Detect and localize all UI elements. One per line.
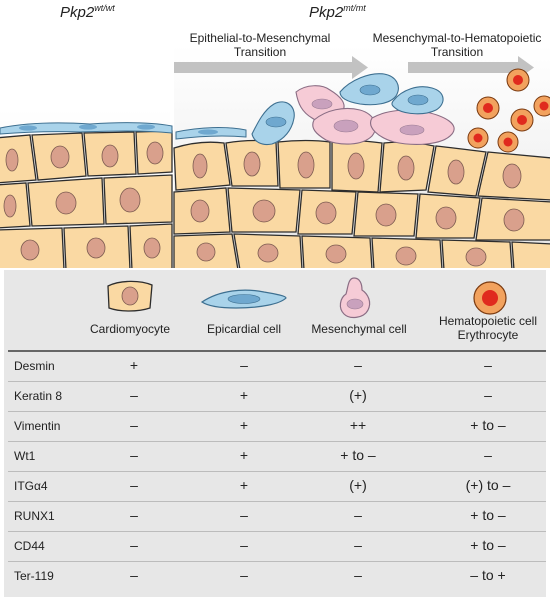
genotype-mt-sup: mt/mt [343, 3, 366, 13]
table-row: CD44 – – – + to – [8, 532, 546, 562]
header-divider [8, 350, 546, 352]
cell-value: – [354, 537, 362, 553]
cell-value: – [130, 387, 138, 403]
heart-tissue-illustration [0, 45, 550, 268]
genotype-wt-base: Pkp2 [60, 4, 95, 21]
cell-value: – [130, 507, 138, 523]
cell-value: – [484, 357, 492, 373]
cell-value: + to – [340, 447, 376, 463]
mt-epicardium [175, 127, 247, 140]
hematopoietic-cells [467, 68, 550, 153]
wt-epicardium [0, 122, 173, 135]
column-header-hematopoietic-line1: Hematopoietic cell [438, 314, 538, 328]
mht-label-line1: Mesenchymal-to-Hematopoietic [372, 31, 542, 45]
cell-value: (+) [349, 477, 367, 493]
cell-value: + to – [470, 507, 506, 523]
cell-value: – [240, 357, 248, 373]
table-row: ITGα4 – + (+) (+) to – [8, 472, 546, 502]
cell-value: + [129, 357, 139, 373]
cell-value: – [130, 417, 138, 433]
cell-value: – [130, 537, 138, 553]
column-header-hematopoietic: Hematopoietic cell Erythrocyte [420, 314, 550, 342]
cell-value: + [239, 387, 249, 403]
genotype-wt-sup: wt/wt [94, 3, 115, 13]
table-row: Vimentin – + ++ + to – [8, 412, 546, 442]
table-row: Wt1 – + + to – – [8, 442, 546, 472]
cell-value: – to + [470, 567, 506, 583]
cell-value: – [354, 567, 362, 583]
hematopoietic-cell-icon [473, 281, 507, 315]
marker-expression-table: Cardiomyocyte Epicardial cell Mesenchyma… [4, 270, 546, 597]
emt-label-line1: Epithelial-to-Mesenchymal [189, 31, 331, 45]
genotype-wt-label: Pkp2wt/wt [60, 3, 115, 21]
cell-value: – [354, 507, 362, 523]
marker-name: RUNX1 [14, 509, 55, 523]
row-divider [8, 381, 546, 382]
cell-value: + [239, 417, 249, 433]
marker-name: Desmin [14, 359, 55, 373]
column-header-epicardial-line1: Epicardial cell [206, 322, 282, 336]
cell-value: – [130, 567, 138, 583]
cell-value: – [354, 357, 362, 373]
marker-name: CD44 [14, 539, 45, 553]
cardiomyocyte-icon [107, 280, 153, 312]
column-header-cardiomyocyte-line1: Cardiomyocyte [89, 322, 171, 336]
cell-value: ++ [349, 417, 367, 433]
cell-value: + [239, 477, 249, 493]
wt-cardiomyocyte-nuclei [3, 141, 164, 261]
row-divider [8, 561, 546, 562]
cell-value: + [239, 447, 249, 463]
mht-label: Mesenchymal-to-Hematopoietic Transition [364, 31, 550, 59]
genotype-mt-label: Pkp2mt/mt [309, 3, 366, 21]
cell-value: – [130, 447, 138, 463]
genotype-mt-base: Pkp2 [309, 4, 344, 21]
cell-value: (+) [349, 387, 367, 403]
table-row: RUNX1 – – – + to – [8, 502, 546, 532]
cell-value: – [484, 447, 492, 463]
table-row: Desmin + – – – [8, 352, 546, 382]
emt-label: Epithelial-to-Mesenchymal Transition [170, 31, 350, 59]
emt-epicardial-cells [251, 73, 444, 146]
row-divider [8, 411, 546, 412]
row-divider [8, 501, 546, 502]
column-header-mesenchymal-line1: Mesenchymal cell [311, 322, 407, 336]
cell-value: + to – [470, 537, 506, 553]
mt-cardiomyocyte-nuclei [190, 151, 525, 267]
table-row: Keratin 8 – + (+) – [8, 382, 546, 412]
column-header-hematopoietic-line2: Erythrocyte [457, 328, 519, 342]
marker-name: Keratin 8 [14, 389, 63, 403]
cell-value: – [240, 537, 248, 553]
mesenchymal-cell-icon [339, 277, 371, 319]
cell-value: – [130, 477, 138, 493]
marker-name: Vimentin [14, 419, 61, 433]
epicardial-cell-icon [200, 289, 287, 309]
cell-value: – [240, 507, 248, 523]
mesenchymal-cells [295, 85, 455, 145]
mht-label-line2: Transition [430, 45, 484, 59]
table-row: Ter-119 – – – – to + [8, 562, 546, 592]
marker-name: Wt1 [14, 449, 36, 463]
cell-value: – [484, 387, 492, 403]
column-header-mesenchymal: Mesenchymal cell [296, 322, 422, 336]
emt-arrow [174, 56, 368, 79]
marker-name: ITGα4 [14, 479, 48, 493]
column-header-epicardial: Epicardial cell [184, 322, 304, 336]
cell-value: + to – [470, 417, 506, 433]
cell-value: – [240, 567, 248, 583]
emt-label-line2: Transition [233, 45, 287, 59]
row-divider [8, 531, 546, 532]
column-header-cardiomyocyte: Cardiomyocyte [70, 322, 190, 336]
marker-name: Ter-119 [14, 569, 54, 583]
row-divider [8, 471, 546, 472]
row-divider [8, 441, 546, 442]
cell-value: (+) to – [465, 477, 511, 493]
